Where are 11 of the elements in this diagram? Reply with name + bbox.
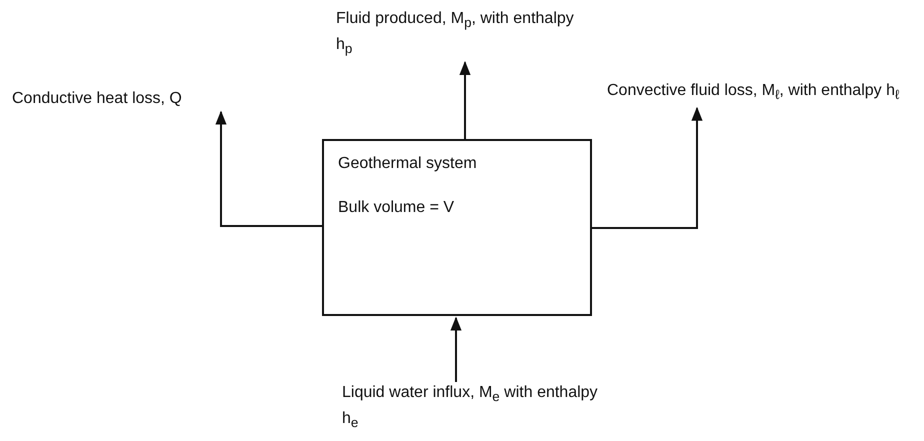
system-box: [322, 139, 592, 316]
arrow: [215, 110, 322, 227]
flow-label: Fluid produced, M$_{p}$, with enthalpy h$_{p}$: [336, 9, 575, 58]
box-title: Geothermal system: [338, 155, 478, 173]
arrow: [459, 60, 471, 139]
box-text: Bulk volume = V: [338, 199, 456, 217]
arrow: [450, 316, 462, 382]
flow-label: Liquid water influx, M$_{e}$ with enthalpy h$_{e}$: [342, 383, 599, 432]
arrow: [592, 106, 703, 229]
flow-label: Convective fluid loss, M$_{ℓ}$, with enthalpy h$_{ℓ}$: [607, 81, 900, 104]
flow-label: Conductive heat loss, Q: [12, 89, 183, 109]
